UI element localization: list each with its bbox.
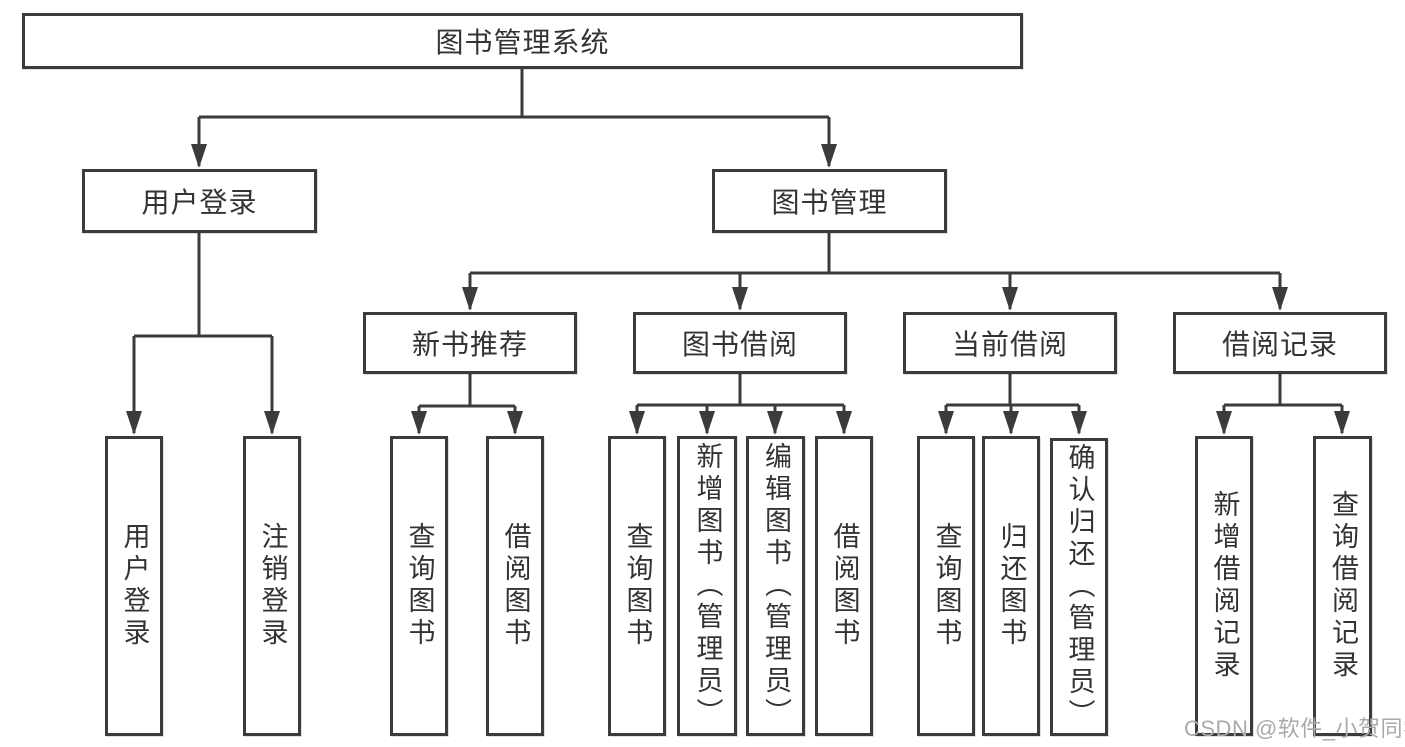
leaf-add-borrowing-record-label: 新增借阅记录 bbox=[1209, 490, 1240, 682]
leaf-confirm-return-admin: 确认归还（管理员） bbox=[1050, 438, 1108, 736]
watermark: CSDN @软件_小贺同学 bbox=[1184, 716, 1405, 741]
leaf-edit-books-admin: 编辑图书（管理员） bbox=[746, 436, 805, 736]
node-user-login: 用户登录 bbox=[82, 169, 317, 233]
leaf-confirm-return-admin-label: 确认归还（管理员） bbox=[1064, 443, 1095, 731]
leaf-logout: 注销登录 bbox=[243, 436, 301, 736]
leaf-add-borrowing-record: 新增借阅记录 bbox=[1195, 436, 1253, 736]
leaf-edit-books-admin-label: 编辑图书（管理员） bbox=[761, 442, 791, 730]
leaf-query-borrowing-record-label: 查询借阅记录 bbox=[1328, 490, 1358, 682]
node-book-borrowing: 图书借阅 bbox=[633, 312, 847, 374]
leaf-query-books-current-label: 查询图书 bbox=[931, 522, 962, 650]
leaf-query-books-recommend: 查询图书 bbox=[390, 436, 448, 736]
leaf-borrow-books-recommend-label: 借阅图书 bbox=[500, 522, 531, 650]
leaf-query-borrowing-record: 查询借阅记录 bbox=[1313, 436, 1372, 736]
leaf-user-login-label: 用户登录 bbox=[119, 522, 150, 650]
leaf-borrow-books-borrowing: 借阅图书 bbox=[815, 436, 873, 736]
node-library-management-system: 图书管理系统 bbox=[22, 13, 1023, 69]
leaf-borrow-books-borrowing-label: 借阅图书 bbox=[829, 522, 860, 650]
node-current-borrowing: 当前借阅 bbox=[903, 312, 1117, 374]
leaf-add-books-admin-label: 新增图书（管理员） bbox=[692, 442, 723, 730]
leaf-query-books-recommend-label: 查询图书 bbox=[404, 522, 435, 650]
node-borrowing-records: 借阅记录 bbox=[1173, 312, 1387, 374]
node-book-management: 图书管理 bbox=[712, 169, 947, 233]
leaf-borrow-books-recommend: 借阅图书 bbox=[486, 436, 544, 736]
leaf-return-books: 归还图书 bbox=[982, 436, 1040, 736]
node-new-book-recommendation: 新书推荐 bbox=[363, 312, 577, 374]
leaf-query-books-borrowing: 查询图书 bbox=[608, 436, 666, 736]
leaf-add-books-admin: 新增图书（管理员） bbox=[677, 436, 737, 736]
leaf-return-books-label: 归还图书 bbox=[996, 522, 1027, 650]
leaf-query-books-borrowing-label: 查询图书 bbox=[622, 522, 653, 650]
leaf-user-login: 用户登录 bbox=[105, 436, 163, 736]
leaf-query-books-current: 查询图书 bbox=[917, 436, 975, 736]
leaf-logout-label: 注销登录 bbox=[257, 522, 288, 650]
